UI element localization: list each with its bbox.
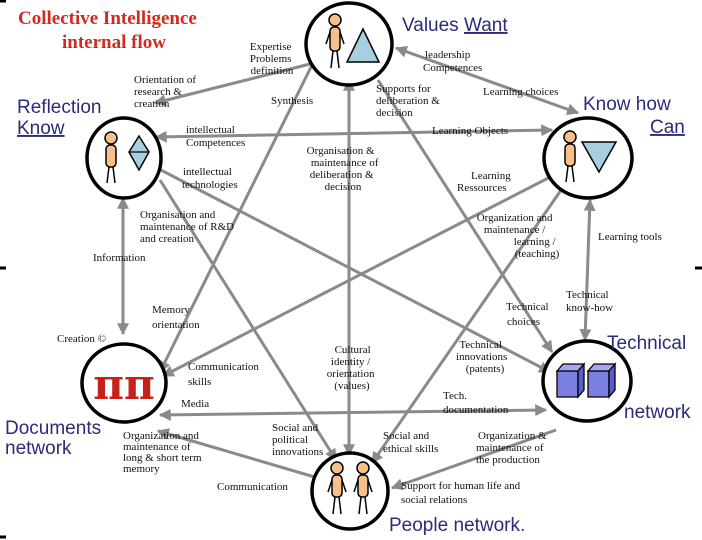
label-communication-skills: Communication skills bbox=[188, 361, 262, 388]
title-line-1: Collective Intelligence bbox=[18, 8, 197, 29]
label-org-rd: Organisation and maintenance of R&D and … bbox=[140, 209, 237, 245]
documents-title: Documents bbox=[5, 418, 101, 439]
label-support-human: Support for human life and social relati… bbox=[401, 480, 523, 506]
edge-values-reflection bbox=[153, 60, 319, 107]
cube-icon bbox=[586, 362, 617, 399]
label-org-memory: Organization and maintenance of long & s… bbox=[123, 430, 204, 475]
label-cultural-identity: Cultural identity / orientation (values) bbox=[327, 344, 377, 392]
reflection-subtitle: Know bbox=[17, 118, 65, 139]
label-synthesis: Synthesis bbox=[271, 95, 313, 107]
label-creation: Creation © bbox=[57, 333, 106, 345]
edge-knowhow-technical bbox=[579, 198, 596, 342]
person-icon bbox=[353, 461, 373, 515]
diagram-title: Collective Intelligence internal flow bbox=[18, 8, 197, 53]
label-orientation-research: Orientation of research & creation bbox=[134, 74, 199, 110]
label-social-political: Social and political innovations bbox=[272, 422, 323, 458]
node-people[interactable] bbox=[310, 451, 390, 531]
node-values[interactable] bbox=[304, 1, 394, 87]
label-technical-knowhow: Technical know-how bbox=[566, 289, 613, 314]
label-org-production: Organization & maintenance of the produc… bbox=[476, 430, 549, 466]
person-icon bbox=[325, 13, 345, 69]
label-expertise: Expertise Problems definition bbox=[250, 41, 294, 77]
label-learning-objects: Learning Objects bbox=[432, 125, 508, 137]
technical-subtitle: network bbox=[624, 402, 691, 423]
values-title: Values Want bbox=[402, 15, 508, 36]
label-communication: Communication bbox=[217, 481, 288, 493]
label-org-deliberation: Organisation & maintenance of deliberati… bbox=[307, 145, 381, 193]
label-tech-documentation: Tech. documentation bbox=[443, 390, 509, 416]
node-documents[interactable]: ππ bbox=[80, 342, 168, 424]
label-learning-tools: Learning tools bbox=[598, 231, 662, 243]
node-knowhow[interactable] bbox=[542, 116, 634, 200]
label-learning-choices: Learning choices bbox=[483, 86, 558, 98]
edge-labels: Expertise Problems definition leadership… bbox=[57, 41, 662, 506]
title-line-2: internal flow bbox=[62, 32, 166, 53]
cross-edges bbox=[156, 64, 570, 464]
pi-glyph: ππ bbox=[93, 360, 154, 409]
label-social-ethical: Social and ethical skills bbox=[383, 430, 438, 455]
node-technical[interactable] bbox=[541, 339, 633, 423]
label-org-learning: Organization and maintenance / learning … bbox=[477, 212, 560, 260]
label-leadership: leadership Competences bbox=[423, 49, 482, 74]
label-media: Media bbox=[181, 398, 209, 410]
documents-subtitle: network bbox=[5, 438, 72, 459]
label-technical-innovations: Technical innovations (patents) bbox=[456, 339, 510, 375]
triangle-up-icon bbox=[345, 27, 381, 63]
person-icon bbox=[327, 461, 347, 515]
knowhow-subtitle: Can bbox=[650, 117, 685, 138]
label-memory-orientation: Memory orientation bbox=[152, 304, 200, 331]
edge-knowhow-values bbox=[394, 45, 580, 116]
technical-title: Technical bbox=[607, 333, 686, 354]
knowhow-title: Know how bbox=[583, 94, 671, 115]
label-technical-choices: Technical choices bbox=[506, 301, 551, 328]
edge-documents-people bbox=[156, 428, 319, 480]
edge-knowhow-people bbox=[370, 179, 570, 464]
label-intellectual-competences: intellectual Competences bbox=[186, 124, 245, 149]
label-intellectual-technologies: intellectual technologies bbox=[182, 166, 238, 191]
people-title: People network. bbox=[389, 515, 525, 536]
label-information: Information bbox=[93, 252, 146, 264]
node-titles: Values Want Reflection Know Know how Can… bbox=[5, 15, 691, 536]
person-icon bbox=[563, 130, 577, 183]
label-learning-ressources: Learning Ressources bbox=[457, 170, 513, 194]
hexagon-edges bbox=[117, 45, 596, 491]
triangle-down-icon bbox=[580, 141, 618, 174]
reflection-title: Reflection bbox=[17, 97, 102, 118]
person-icon bbox=[104, 131, 118, 184]
diamond-icon bbox=[128, 134, 150, 172]
label-supports-deliberation: Supports for deliberation & decision bbox=[376, 83, 443, 119]
cube-icon bbox=[555, 362, 586, 399]
node-reflection[interactable] bbox=[85, 116, 163, 200]
